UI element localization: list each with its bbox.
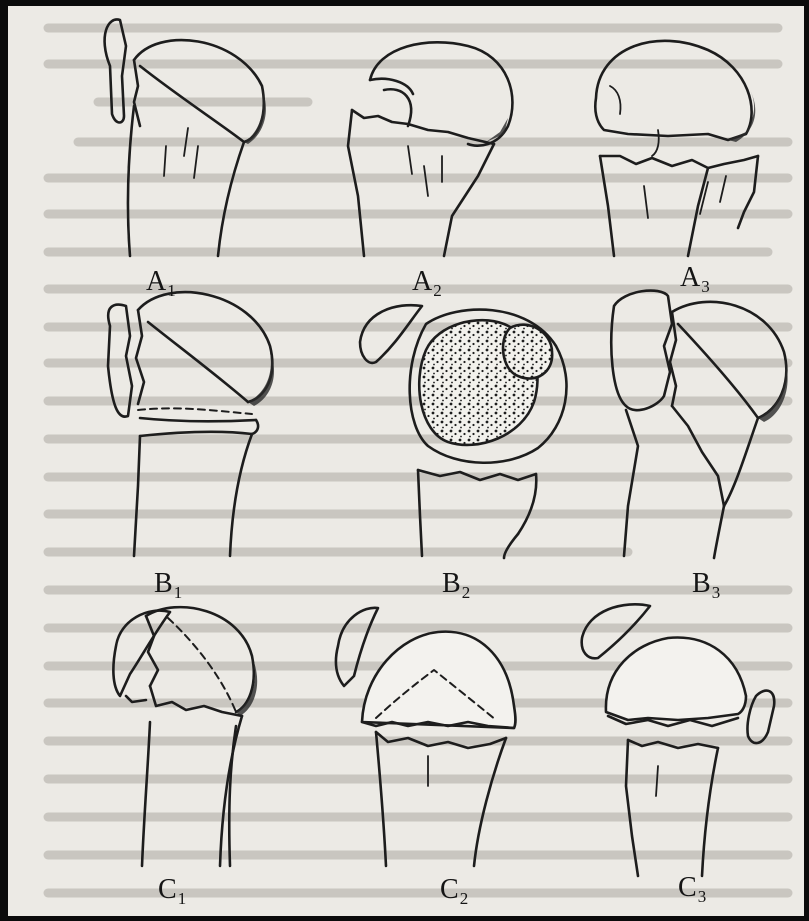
figure-b1 [108, 292, 274, 556]
label-c3-letter: C [678, 872, 697, 903]
label-b3: B3 [692, 570, 720, 601]
label-a1-letter: A [146, 266, 166, 297]
label-c2: C2 [440, 876, 468, 907]
label-a3: A3 [680, 264, 710, 295]
label-b2: B2 [442, 570, 470, 601]
label-b1-sub: 1 [174, 583, 183, 602]
label-a2-sub: 2 [433, 281, 442, 300]
label-b2-sub: 2 [462, 583, 471, 602]
label-c1-letter: C [158, 874, 177, 905]
label-a3-letter: A [680, 262, 700, 293]
label-b1-letter: B [154, 568, 173, 599]
label-b2-letter: B [442, 568, 461, 599]
label-b1: B1 [154, 570, 182, 601]
book-page: A1 A2 A3 B1 B2 B3 C1 C2 C3 [8, 6, 804, 916]
label-c1: C1 [158, 876, 186, 907]
label-a2-letter: A [412, 266, 432, 297]
figure-b2 [360, 305, 566, 558]
label-c1-sub: 1 [178, 889, 187, 908]
label-b3-letter: B [692, 568, 711, 599]
figure-c2 [336, 608, 516, 866]
label-a1: A1 [146, 268, 176, 299]
label-a1-sub: 1 [167, 281, 176, 300]
figure-c3 [582, 604, 775, 876]
label-b3-sub: 3 [712, 583, 721, 602]
label-c2-letter: C [440, 874, 459, 905]
humerus-fracture-illustrations [8, 6, 804, 916]
label-a3-sub: 3 [701, 277, 710, 296]
label-c3-sub: 3 [698, 887, 707, 906]
figure-b3 [611, 291, 787, 558]
figure-a1 [105, 19, 266, 256]
label-c3: C3 [678, 874, 706, 905]
figure-a2 [348, 42, 512, 256]
figure-a3 [595, 41, 758, 256]
label-a2: A2 [412, 268, 442, 299]
label-c2-sub: 2 [460, 889, 469, 908]
figure-c1 [113, 607, 257, 866]
